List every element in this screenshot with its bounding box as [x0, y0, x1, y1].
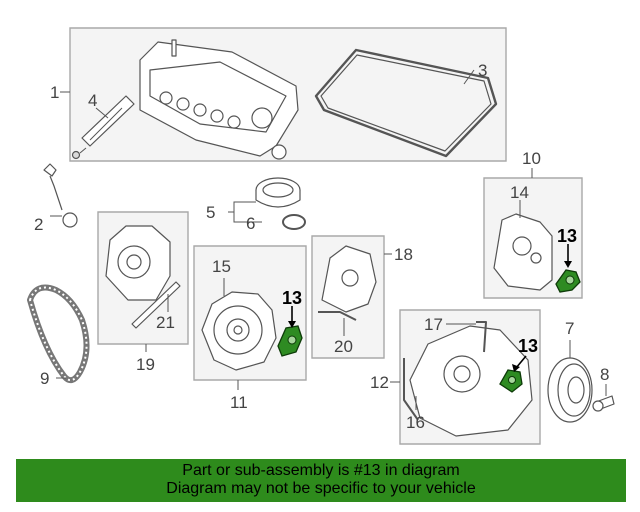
callout-17: 17 — [424, 315, 443, 334]
callout-2: 2 — [34, 215, 43, 234]
highlight-13-rear[interactable] — [555, 269, 581, 293]
highlight-13-lower[interactable] — [499, 369, 523, 393]
callout-21: 21 — [156, 313, 175, 332]
callout-13-front: 13 — [282, 288, 302, 308]
sensor-part-2[interactable] — [43, 163, 78, 228]
leader-4 — [95, 107, 109, 119]
callout-1: 1 — [50, 83, 59, 102]
callout-5: 5 — [206, 203, 215, 222]
callout-13-rear: 13 — [557, 226, 577, 246]
gasket-part-20[interactable] — [318, 311, 357, 321]
arrow-13-lower — [515, 355, 527, 369]
seal-part-6[interactable] — [282, 214, 306, 230]
group-rear-cover — [483, 168, 583, 299]
info-banner: Part or sub-assembly is #13 in diagram D… — [16, 459, 626, 502]
group-18 — [311, 235, 392, 359]
front-cover-part-15[interactable] — [201, 291, 277, 371]
callout-18: 18 — [394, 245, 413, 264]
bracket-part-4[interactable] — [71, 95, 135, 160]
callout-16: 16 — [406, 413, 425, 432]
callout-6: 6 — [246, 214, 255, 233]
callout-10: 10 — [522, 149, 541, 168]
lower-cover-part[interactable] — [409, 325, 533, 437]
banner-line-2: Diagram may not be specific to your vehi… — [166, 480, 476, 497]
callout-9: 9 — [40, 369, 49, 388]
cover-part-19[interactable] — [105, 225, 171, 301]
group-valve-cover — [60, 27, 507, 162]
callout-4: 4 — [88, 91, 97, 110]
bracket-part-18[interactable] — [321, 245, 377, 313]
valve-cover-part[interactable] — [139, 39, 299, 160]
group-front-cover — [193, 245, 307, 390]
callout-19: 19 — [136, 355, 155, 374]
rear-timing-cover-part-14[interactable] — [493, 213, 553, 291]
callout-13-lower: 13 — [518, 336, 538, 356]
banner-line-1: Part or sub-assembly is #13 in diagram — [182, 462, 460, 479]
group-19 — [97, 211, 189, 352]
leader-5-6 — [228, 201, 262, 223]
hose-part-16[interactable] — [403, 358, 419, 421]
leader-3 — [463, 69, 475, 85]
callout-12: 12 — [370, 373, 389, 392]
callout-7: 7 — [565, 319, 574, 338]
cap-part-5[interactable] — [255, 177, 301, 208]
pipe-part-17[interactable] — [476, 321, 487, 353]
callout-11: 11 — [230, 393, 248, 412]
callout-15: 15 — [212, 257, 231, 276]
timing-belt-part-9[interactable] — [27, 284, 90, 384]
group-lower-cover — [390, 309, 541, 445]
bolt-part-8[interactable] — [592, 395, 615, 412]
callout-20: 20 — [334, 337, 353, 356]
callout-8: 8 — [600, 365, 609, 384]
pulley-part-7[interactable] — [547, 357, 593, 423]
callout-3: 3 — [478, 61, 487, 80]
highlight-13-front[interactable] — [277, 325, 303, 357]
tube-part-21[interactable] — [131, 281, 181, 329]
gasket-part[interactable] — [314, 48, 498, 158]
callout-14: 14 — [510, 183, 529, 202]
